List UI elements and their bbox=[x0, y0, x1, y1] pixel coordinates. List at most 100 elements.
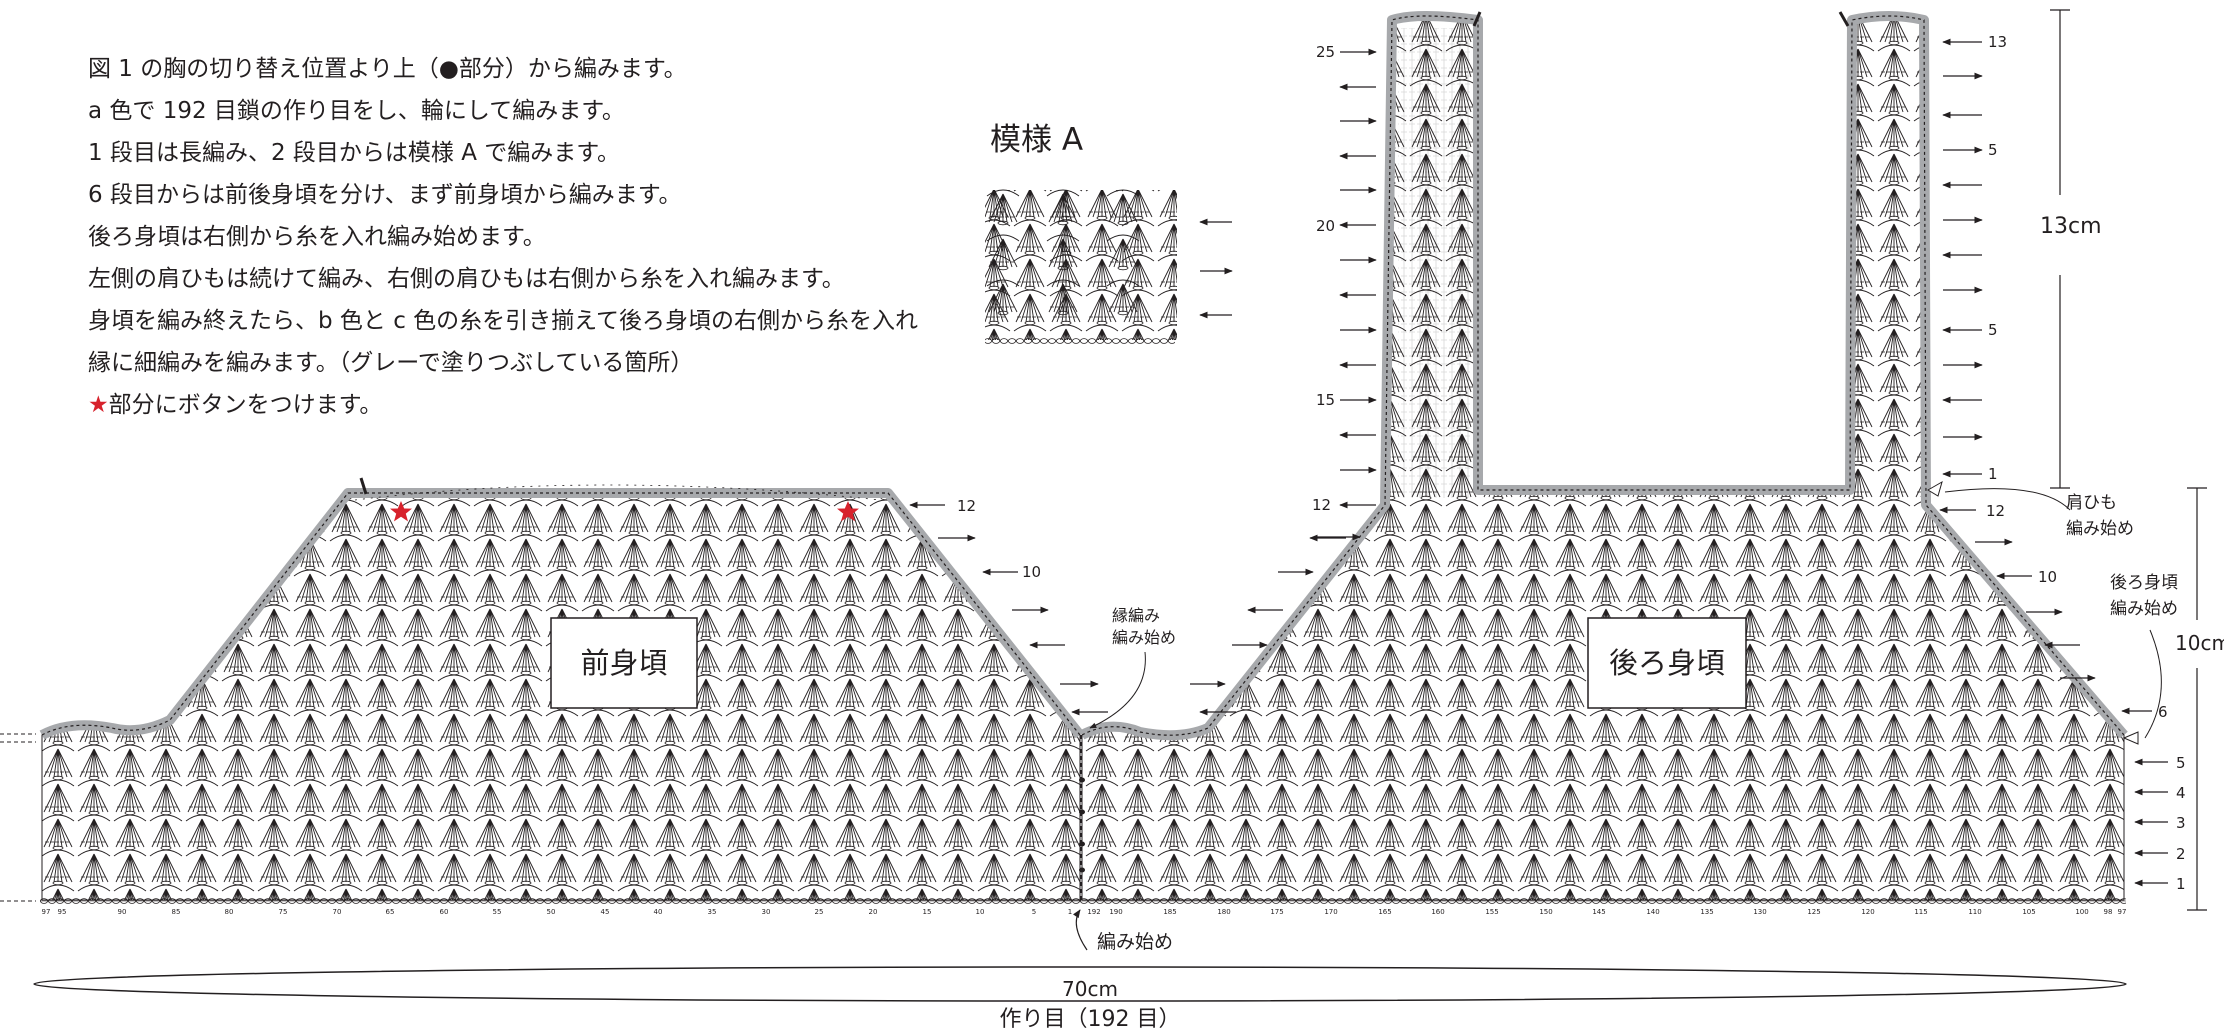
stitch-number: 90 bbox=[118, 908, 127, 916]
row-3: 3 bbox=[2176, 814, 2186, 832]
stitch-number: 25 bbox=[815, 908, 824, 916]
stitch-number: 80 bbox=[225, 908, 234, 916]
stitch-number: 190 bbox=[1109, 908, 1122, 916]
stitch-number: 85 bbox=[172, 908, 181, 916]
start-triangle-icon bbox=[2122, 731, 2139, 745]
stitch-number: 95 bbox=[58, 908, 67, 916]
front-label-box: 前身頃 bbox=[550, 617, 698, 709]
stitch-number: 110 bbox=[1968, 908, 1981, 916]
dim-strap: 13cm bbox=[2040, 9, 2102, 489]
instruction-line: 6 段目からは前後身頃を分け、まず前身頃から編みます。 bbox=[88, 182, 682, 208]
instruction-line: 左側の肩ひもは続けて編み、右側の肩ひもは右側から糸を入れ編みます。 bbox=[88, 266, 845, 292]
button-note-text: 部分にボタンをつけます。 bbox=[108, 392, 383, 418]
instruction-line: 身頃を編み終えたら、b 色と c 色の糸を引き揃えて後ろ身頃の右側から糸を入れ bbox=[88, 308, 919, 334]
dim-body-label: 10cm bbox=[2175, 631, 2224, 655]
instruction-line: 後ろ身頃は右側から糸を入れ編み始めます。 bbox=[88, 224, 546, 250]
row-2: 2 bbox=[2176, 845, 2186, 863]
stitch-number: 155 bbox=[1485, 908, 1498, 916]
stitch-number: 180 bbox=[1217, 908, 1230, 916]
back-label: 後ろ身頃 bbox=[1609, 646, 1725, 680]
row-1: 1 bbox=[2176, 875, 2186, 893]
stitch-number: 45 bbox=[601, 908, 610, 916]
stitch-number: 145 bbox=[1592, 908, 1605, 916]
edge-start-label-2: 編み始め bbox=[1112, 628, 1176, 647]
stitch-number: 165 bbox=[1378, 908, 1391, 916]
start-triangle-icon bbox=[1927, 480, 1943, 497]
stitch-number: 185 bbox=[1163, 908, 1176, 916]
edge-start-label-1: 縁編み bbox=[1112, 606, 1160, 625]
row-5: 5 bbox=[2176, 754, 2186, 772]
left-strap-row-12: 12 bbox=[1312, 496, 1331, 514]
stitch-number: 1 bbox=[1068, 908, 1072, 916]
join-mark-icon bbox=[359, 477, 368, 495]
stitch-number: 125 bbox=[1807, 908, 1820, 916]
stitch-number: 15 bbox=[923, 908, 932, 916]
stitch-number: 160 bbox=[1431, 908, 1444, 916]
back-row-12: 12 bbox=[1986, 502, 2005, 520]
dim-strap-label: 13cm bbox=[2040, 214, 2102, 239]
stitch-number: 30 bbox=[762, 908, 771, 916]
front-edging bbox=[39, 488, 1084, 740]
stitch-number: 65 bbox=[386, 908, 395, 916]
stitch-number: 60 bbox=[440, 908, 449, 916]
right-strap-arrows bbox=[1942, 38, 1983, 478]
left-strap-row-15: 15 bbox=[1316, 391, 1335, 409]
stitch-number: 10 bbox=[976, 908, 985, 916]
stitch-number: 50 bbox=[547, 908, 556, 916]
start-arrow-icon bbox=[1073, 909, 1088, 951]
stitch-number: 120 bbox=[1861, 908, 1874, 916]
instruction-line: 図 1 の胸の切り替え位置より上（●部分）から編みます。 bbox=[88, 56, 687, 82]
back-label-box: 後ろ身頃 bbox=[1587, 617, 1747, 709]
stitch-number: 55 bbox=[493, 908, 502, 916]
stitch-number: 75 bbox=[279, 908, 288, 916]
stitch-number: 97 bbox=[2118, 908, 2127, 916]
stitch-number: 170 bbox=[1324, 908, 1337, 916]
width-label: 70cm bbox=[1062, 977, 1118, 1001]
right-strap-row-1: 1 bbox=[1988, 465, 1998, 483]
right-strap-row-5b: 5 bbox=[1988, 321, 1998, 339]
front-row-12: 12 bbox=[957, 497, 976, 515]
back-start-label-2: 編み始め bbox=[2110, 599, 2178, 619]
stitch-number: 40 bbox=[654, 908, 663, 916]
join-mark-icon bbox=[1472, 11, 1482, 27]
stitch-number: 175 bbox=[1270, 908, 1283, 916]
stitch-number: 150 bbox=[1539, 908, 1552, 916]
strap-start-label-2: 編み始め bbox=[2066, 519, 2134, 539]
right-strap-row-5a: 5 bbox=[1988, 141, 1998, 159]
back-row-6: 6 bbox=[2158, 703, 2168, 721]
stitch-number: 105 bbox=[2022, 908, 2035, 916]
dot-icon bbox=[1079, 777, 1085, 873]
star-icon bbox=[837, 501, 859, 522]
instruction-line: 1 段目は長編み、2 段目からは模様 A で編みます。 bbox=[88, 140, 620, 166]
stitch-number: 97 bbox=[42, 908, 51, 916]
instructions: 図 1 の胸の切り替え位置より上（●部分）から編みます。 a 色で 192 目鎖… bbox=[88, 48, 988, 426]
left-strap-row-20: 20 bbox=[1316, 217, 1335, 235]
back-start-label-1: 後ろ身頃 bbox=[2110, 573, 2178, 593]
stitch-number: 192 bbox=[1087, 908, 1100, 916]
left-strap-arrows bbox=[1315, 48, 1377, 541]
star-icon: ★ bbox=[88, 392, 109, 418]
front-label: 前身頃 bbox=[580, 646, 667, 680]
join-mark-icon bbox=[1838, 11, 1850, 27]
instruction-line: a 色で 192 目鎖の作り目をし、輪にして編みます。 bbox=[88, 98, 625, 124]
foundation-label: 作り目（192 目） bbox=[1000, 1007, 1181, 1032]
back-row-10: 10 bbox=[2038, 568, 2057, 586]
back-body bbox=[1079, 11, 2128, 901]
stitch-number: 35 bbox=[708, 908, 717, 916]
stitch-number: 98 bbox=[2104, 908, 2113, 916]
dim-body: 10cm bbox=[2175, 487, 2224, 911]
strap-start-label-1: 肩ひも bbox=[2066, 493, 2117, 513]
right-strap-row-13: 13 bbox=[1988, 33, 2007, 51]
left-strap-row-25: 25 bbox=[1316, 43, 1335, 61]
lower-row-arrows bbox=[2134, 758, 2168, 887]
stitch-number: 115 bbox=[1914, 908, 1927, 916]
row-4: 4 bbox=[2176, 784, 2186, 802]
stitch-number: 135 bbox=[1700, 908, 1713, 916]
stitch-number: 140 bbox=[1646, 908, 1659, 916]
front-row-10: 10 bbox=[1022, 563, 1041, 581]
stitch-number: 130 bbox=[1753, 908, 1766, 916]
instruction-line: 縁に細編みを編みます。（グレーで塗りつぶしている箇所） bbox=[88, 350, 694, 376]
pattern-a: 模様 A bbox=[985, 122, 1233, 344]
